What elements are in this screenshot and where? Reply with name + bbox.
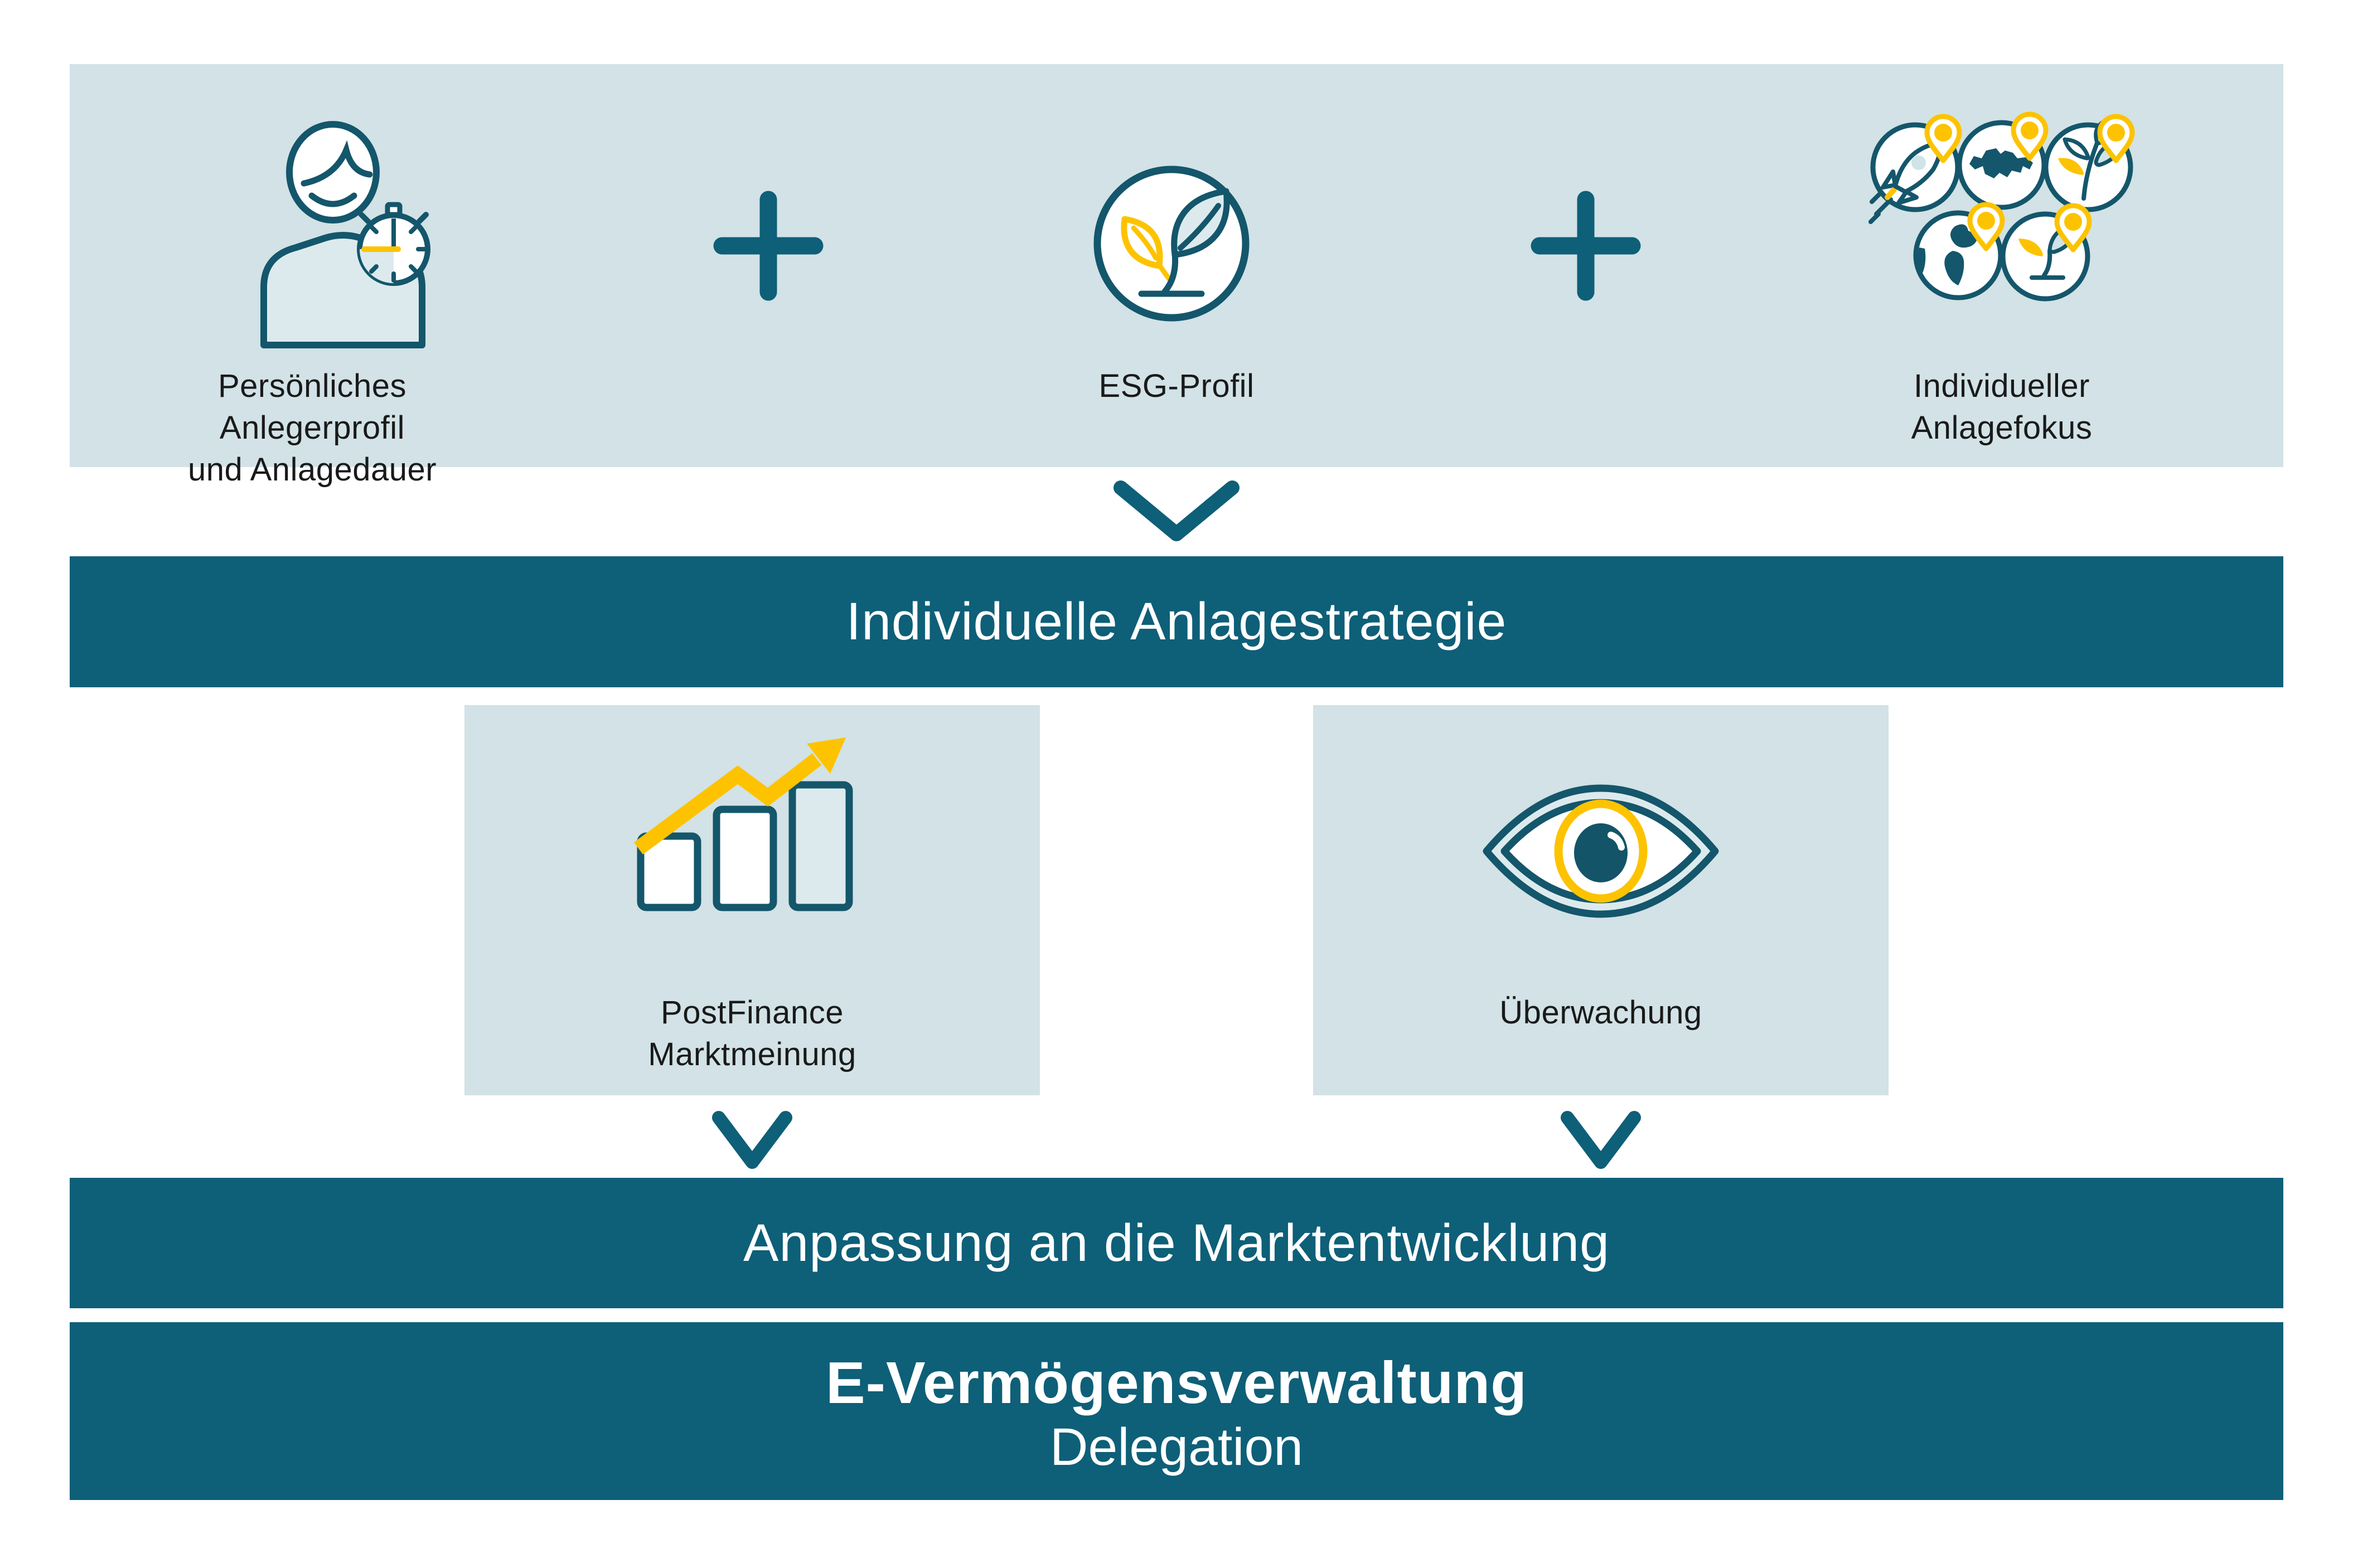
market-view-label-line1: PostFinance — [661, 994, 844, 1031]
investment-focus-label-line2: Anlagefokus — [1911, 410, 2093, 446]
plus-icon — [1531, 191, 1641, 301]
eye-icon — [1483, 784, 1719, 918]
chevron-down-icon — [712, 1111, 792, 1169]
person-with-stopwatch-icon — [260, 121, 430, 348]
location-pin-icon — [1924, 114, 1962, 163]
product-band: E-Vermögensverwaltung Delegation — [70, 1322, 2283, 1500]
chevron-down-icon — [1113, 480, 1240, 541]
investor-profile-label-line2: und Anlagedauer — [187, 452, 437, 488]
investor-profile-label: Persönliches Anlegerprofil und Anlagedau… — [128, 365, 496, 491]
market-view-label: PostFinance Marktmeinung — [585, 992, 919, 1075]
plus-icon — [713, 191, 824, 301]
monitoring-label: Überwachung — [1499, 994, 1702, 1031]
location-pin-icon — [2054, 203, 2092, 253]
investment-focus-icon-cluster — [1868, 111, 2135, 302]
location-pin-icon — [1967, 202, 2005, 251]
product-band-subtitle: Delegation — [1049, 1417, 1304, 1477]
product-band-title: E-Vermögensverwaltung — [825, 1350, 1527, 1416]
investment-focus-label: Individueller Anlagefokus — [1818, 365, 2186, 449]
esg-plant-icon — [1093, 166, 1250, 322]
strategy-band: Individuelle Anlagestrategie — [70, 556, 2283, 687]
adjustment-band-label: Anpassung an die Marktentwicklung — [743, 1213, 1610, 1273]
strategy-band-label: Individuelle Anlagestrategie — [846, 592, 1507, 651]
market-view-label-line2: Marktmeinung — [648, 1036, 856, 1072]
investment-focus-label-line1: Individueller — [1913, 368, 2090, 404]
location-pin-icon — [2011, 111, 2049, 161]
chevron-down-icon — [1561, 1111, 1641, 1169]
location-pin-icon — [2097, 114, 2135, 163]
adjustment-band: Anpassung an die Marktentwicklung — [70, 1178, 2283, 1308]
investor-profile-label-line1: Persönliches Anlegerprofil — [217, 368, 407, 446]
bar-chart-trend-icon — [633, 737, 853, 911]
esg-profile-label: ESG-Profil — [1098, 368, 1255, 404]
